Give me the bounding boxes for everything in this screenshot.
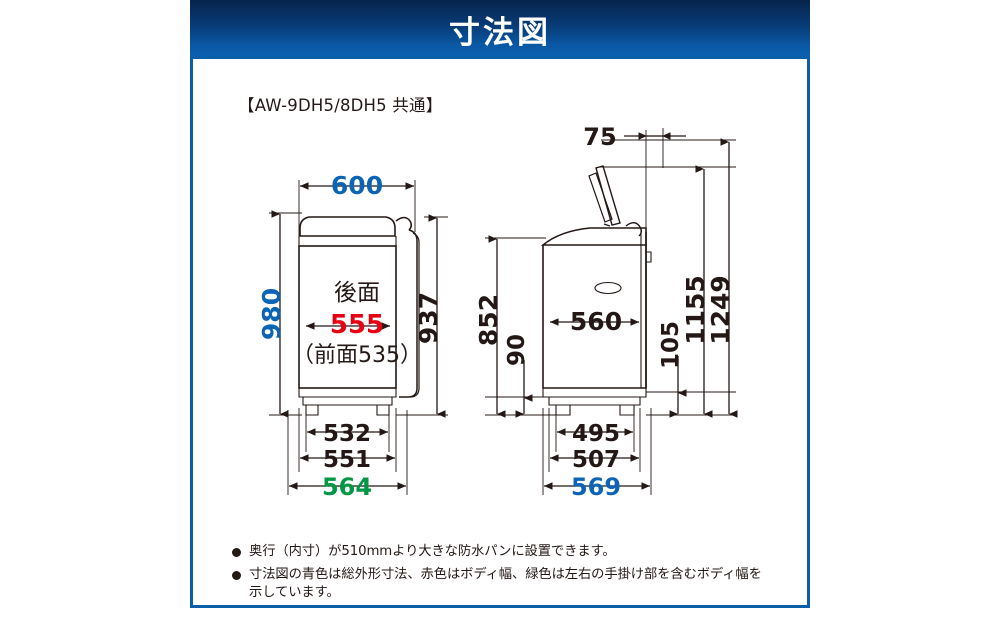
dim-leg-inner: 532 [323, 421, 371, 447]
dim-front-height-total: 980 [257, 288, 286, 340]
dim-base-inner: 495 [572, 421, 620, 447]
front-view-dimension-lines [271, 182, 446, 490]
dim-lid-open-1155: 1155 [681, 275, 710, 345]
header-banner: 寸法図 [190, 0, 810, 58]
note-item-1: 奥行（内寸）が510mmより大きな防水パンに設置できます。 [232, 543, 792, 561]
note-text-3: 示しています。 [249, 585, 340, 600]
note-text-1: 奥行（内寸）が510mmより大きな防水パンに設置できます。 [249, 544, 616, 559]
model-label: 【AW-9DH5/8DH5 共通】 [238, 96, 443, 115]
dim-base-outer: 507 [572, 447, 620, 473]
dim-body-width-rear: 555 [330, 310, 384, 340]
page-title: 寸法図 [449, 14, 551, 51]
note-item-2: 寸法図の青色は総外形寸法、赤色はボディ幅、緑色は左右の手掛け部を含むボディ幅を … [232, 566, 792, 602]
dim-body-height: 852 [474, 294, 503, 346]
dim-depth-body: 560 [570, 307, 622, 336]
front-view-body [298, 216, 420, 416]
label-front-width: （前面535） [292, 343, 422, 368]
notes-list: 奥行（内寸）が510mmより大きな防水パンに設置できます。 寸法図の青色は総外形… [232, 543, 792, 607]
bullet-icon [232, 548, 241, 557]
dim-leg-outer: 551 [323, 447, 371, 473]
dim-depth-total: 569 [571, 473, 621, 501]
side-view-body [540, 165, 652, 416]
dim-lid-open-1249: 1249 [706, 275, 735, 345]
dim-front-width-total: 600 [331, 171, 383, 200]
dim-cabinet-height: 937 [414, 292, 443, 344]
dim-grip-width: 564 [322, 473, 372, 501]
label-rear: 後面 [334, 280, 380, 306]
side-view-dimension-lines [488, 132, 738, 490]
dim-lid-offset: 75 [583, 123, 616, 151]
bullet-icon [232, 571, 241, 580]
dim-rear-projection: 105 [658, 321, 684, 369]
dim-leg-height: 90 [504, 334, 530, 366]
note-text-2: 寸法図の青色は総外形寸法、赤色はボディ幅、緑色は左右の手掛け部を含むボディ幅を [249, 567, 762, 582]
